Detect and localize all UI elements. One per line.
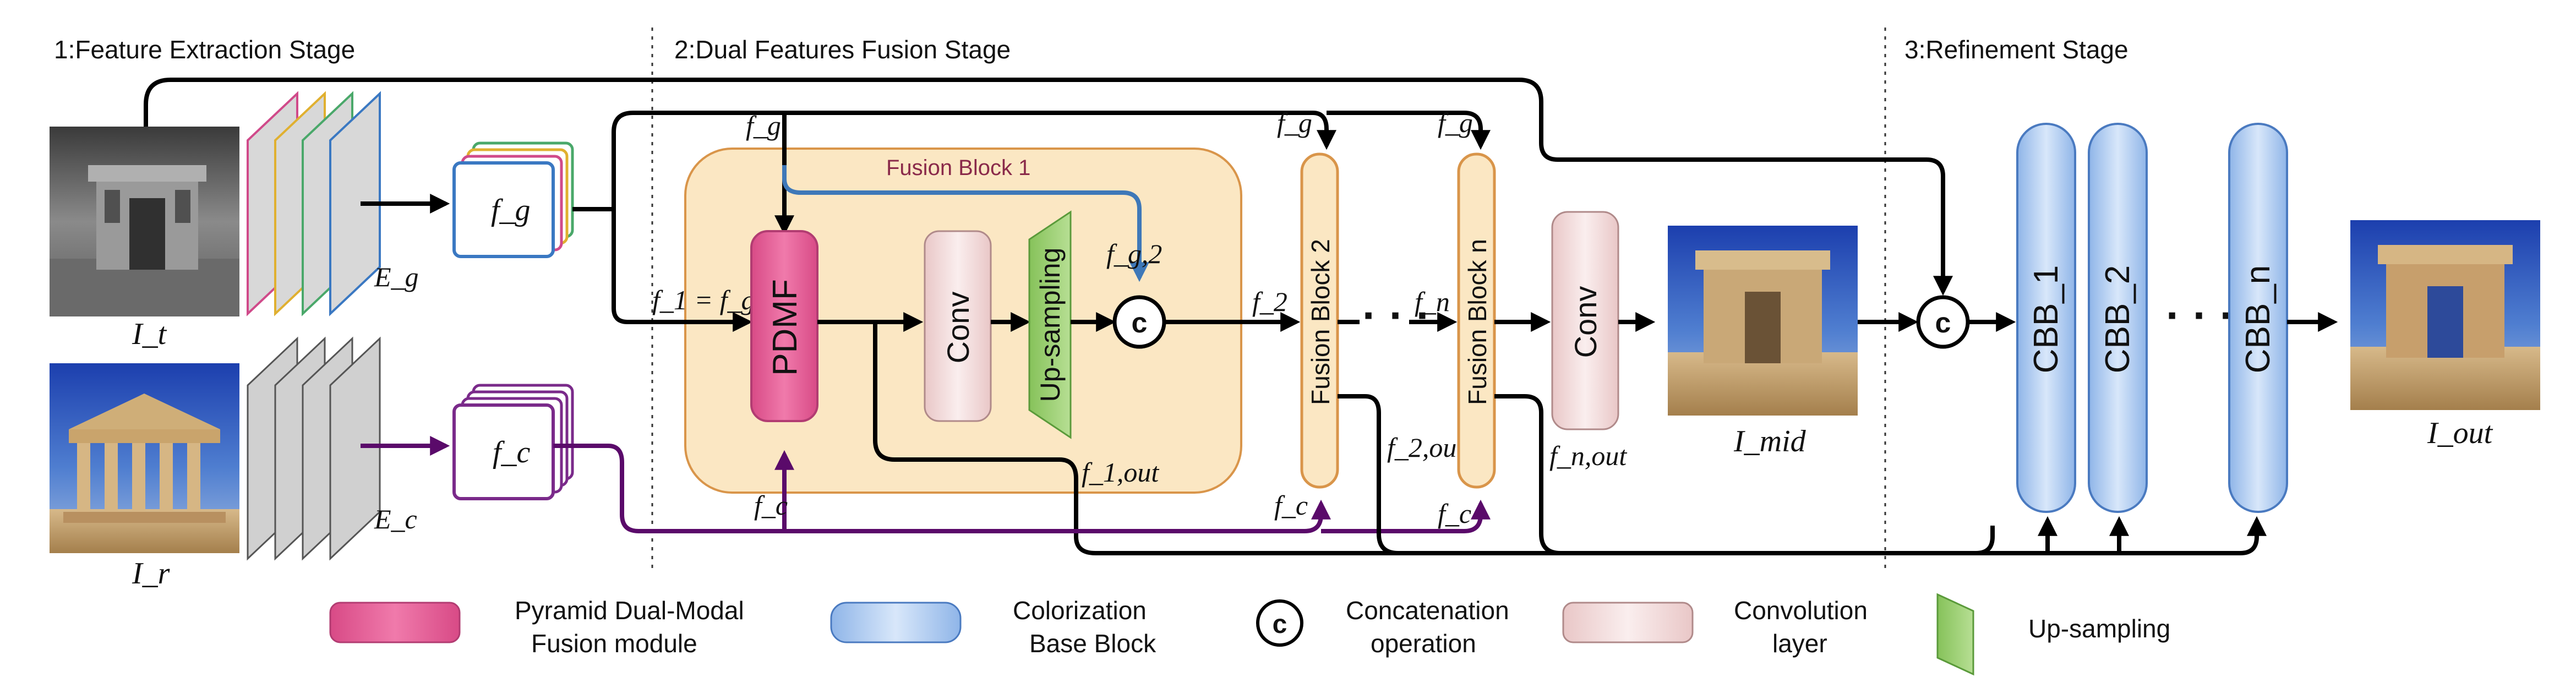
output-image xyxy=(2350,220,2540,410)
legend-concat-icon xyxy=(1256,599,1303,647)
cbb-n-block xyxy=(2228,123,2288,513)
cbb-1-block xyxy=(2016,123,2076,513)
ellipsis-cbb: · · · xyxy=(2166,291,2234,340)
legend-upsampling-line1: Up-sampling xyxy=(2028,614,2170,643)
ellipsis-fusion: · · · xyxy=(1362,291,1431,340)
fc-bus-wire xyxy=(553,444,1331,533)
conv-2-label: Conv xyxy=(1568,286,1603,358)
legend-concat-line2: operation xyxy=(1371,629,1476,658)
out-to-cbbn xyxy=(1560,516,2267,555)
f2out-label: f_2,out xyxy=(1387,432,1465,463)
fusion-block-1-title: Fusion Block 1 xyxy=(886,156,1030,180)
feature-fg-stack xyxy=(452,141,574,258)
pdmf-label: PDMF xyxy=(766,279,804,376)
legend-conv-icon xyxy=(1562,602,1694,643)
stage-1-title: 1:Feature Extraction Stage xyxy=(54,35,355,64)
legend-pdmf-icon xyxy=(329,602,461,643)
encoder-color xyxy=(247,336,381,561)
pdmf-block xyxy=(750,230,818,422)
conv-block-1 xyxy=(924,230,992,422)
gray-input-skip-wire xyxy=(144,78,1953,296)
encoder-color-label: E_c xyxy=(374,504,417,534)
f2-label: f_2 xyxy=(1252,286,1287,317)
fg2-label: f_g,2 xyxy=(1106,238,1162,269)
fc-bus-to-fbn xyxy=(1321,499,1491,533)
f1out-label: f_1,out xyxy=(1082,457,1159,488)
fusion-block-n-label: Fusion Block n xyxy=(1463,239,1492,405)
fc-label-fb2: f_c xyxy=(1274,490,1308,521)
encoder-gray-label: E_g xyxy=(374,261,419,292)
legend-cbb-line1: Colorization xyxy=(1013,596,1147,625)
fg-bus-wire xyxy=(572,111,1336,211)
reference-label: I_r xyxy=(132,556,170,591)
intermediate-image xyxy=(1668,226,1858,416)
concat-1-label: c xyxy=(1132,307,1148,339)
f1-label: f_1 = f_g xyxy=(652,285,755,315)
fg-bus-to-fbn xyxy=(1327,111,1491,150)
f1-input-wire xyxy=(612,209,753,332)
fnout-wire xyxy=(1494,394,1561,555)
iout-label: I_out xyxy=(2427,416,2493,450)
fc-label-fbn: f_c xyxy=(1438,498,1471,529)
concat-2-label: c xyxy=(1935,307,1951,339)
fg-label-fb2: f_g xyxy=(1277,107,1312,138)
upsampling-block xyxy=(1028,210,1072,439)
conv-1-label: Conv xyxy=(941,292,975,364)
fg2-skip-wire xyxy=(782,165,1149,282)
legend-cbb-line2: Base Block xyxy=(1029,629,1156,658)
imid-label: I_mid xyxy=(1733,424,1807,458)
grayscale-input-image xyxy=(50,127,239,316)
legend-concat-line1: Concatenation xyxy=(1346,596,1509,625)
cbb-n-label: CBB_n xyxy=(2239,265,2277,373)
legend-concat-symbol: c xyxy=(1273,610,1287,639)
feature-fg-label: f_g xyxy=(491,193,531,227)
legend-conv-line2: layer xyxy=(1772,629,1827,658)
encoder-gray xyxy=(247,91,381,316)
feature-fc-label: f_c xyxy=(493,435,531,469)
fc-label-pdmf: f_c xyxy=(754,490,788,521)
f2out-wire xyxy=(1338,394,1976,555)
out-to-cbb2 xyxy=(1993,516,2129,555)
fn-label: f_n xyxy=(1415,286,1450,317)
upsampling-label: Up-sampling xyxy=(1035,248,1066,402)
cbb-1-label: CBB_1 xyxy=(2027,265,2065,373)
cbb-2-block xyxy=(2088,123,2148,513)
legend-cbb-icon xyxy=(830,602,962,643)
fnout-label: f_n,out xyxy=(1549,440,1627,471)
cbb-2-label: CBB_2 xyxy=(2099,265,2137,373)
fusion-block-2-label: Fusion Block 2 xyxy=(1306,239,1335,405)
legend-upsampling-icon xyxy=(1936,593,1974,676)
legend-conv-line1: Convolution xyxy=(1734,596,1868,625)
reference-color-image xyxy=(50,363,239,553)
stage-3-title: 3:Refinement Stage xyxy=(1904,35,2129,64)
legend-pdmf-line1: Pyramid Dual-Modal xyxy=(515,596,744,625)
fg-label-fbn: f_g xyxy=(1438,107,1473,138)
input-gray-label: I_t xyxy=(132,317,167,351)
fg-top-label: f_g xyxy=(746,110,781,141)
stage-2-title: 2:Dual Features Fusion Stage xyxy=(674,35,1011,64)
legend-pdmf-line2: Fusion module xyxy=(531,629,697,658)
